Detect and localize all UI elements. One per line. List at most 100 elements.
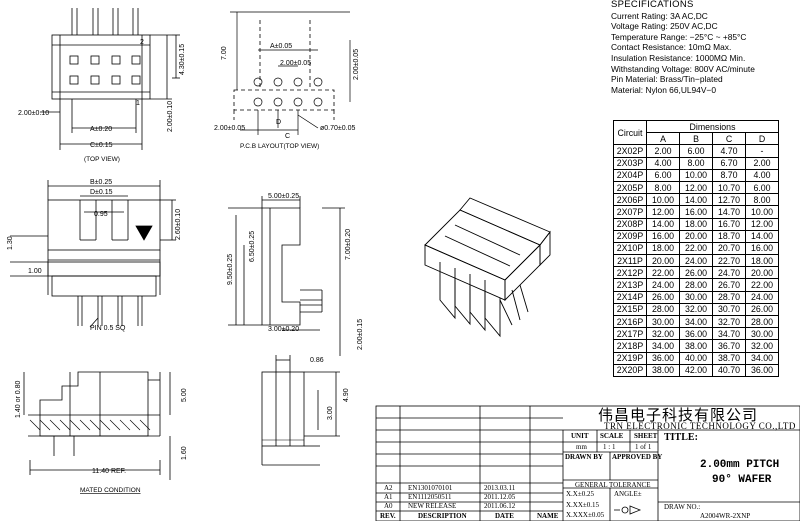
table-cell-dimension: 42.00: [679, 363, 713, 377]
tb-tol1: X.X±0.25: [566, 490, 594, 498]
table-cell-dimension: 40.70: [712, 363, 746, 377]
table-cell-circuit: 2X20P: [613, 363, 647, 377]
table-cell-dimension: 32.70: [712, 314, 746, 329]
table-cell-dimension: 18.70: [712, 229, 746, 243]
table-cell-circuit: 2X04P: [613, 168, 647, 182]
table-cell-dimension: 24.70: [712, 266, 746, 280]
table-cell-circuit: 2X10P: [613, 241, 647, 256]
table-cell-dimension: 12.70: [712, 193, 746, 207]
table-cell-circuit: 2X16P: [613, 314, 647, 329]
table-cell-dimension: 2.00: [745, 156, 779, 170]
table-cell-dimension: 2.00: [646, 144, 680, 158]
table-cell-circuit: 2X02P: [613, 144, 647, 158]
dim-pcb-200a: 2.00±0.05: [280, 60, 311, 67]
table-cell-dimension: 20.00: [745, 266, 779, 280]
table-header-a: A: [646, 132, 680, 146]
table-cell-dimension: 12.00: [679, 180, 713, 195]
dim-side-700: 7.00±0.20: [345, 229, 352, 260]
spec-line: Pin Material: Brass/Tin−plated: [611, 74, 723, 85]
table-cell-dimension: -: [745, 144, 779, 158]
table-cell-dimension: 28.70: [712, 290, 746, 304]
dim-pcb-c: C: [285, 133, 290, 140]
tb-rev: A1: [384, 493, 393, 501]
table-header-b: B: [679, 132, 713, 146]
table-cell-dimension: 36.00: [679, 327, 713, 341]
table-cell-dimension: 8.00: [679, 156, 713, 170]
table-cell-dimension: 20.70: [712, 241, 746, 256]
table-cell-dimension: 26.00: [679, 266, 713, 280]
tb-tol2: X.XX±0.15: [566, 501, 600, 509]
dim-mated-300: 3.00: [327, 406, 334, 420]
dim-side-300: 3.00±0.20: [268, 326, 299, 333]
table-cell-dimension: 40.00: [679, 351, 713, 365]
dim-front-260: 2.60±0.10: [175, 209, 182, 240]
mated-detail-drawing: [261, 355, 340, 466]
dim-top-200b: 2.00±0.10: [167, 101, 174, 132]
tb-hdr-name: NAME: [537, 512, 559, 520]
tb-rev: A2: [384, 484, 393, 492]
table-cell-dimension: 38.70: [712, 351, 746, 365]
table-cell-dimension: 8.70: [712, 168, 746, 182]
tb-drawn-by: DRAWN BY: [565, 453, 603, 461]
table-cell-dimension: 24.00: [679, 254, 713, 268]
table-cell-dimension: 36.00: [745, 363, 779, 377]
table-cell-dimension: 36.00: [646, 351, 680, 365]
table-cell-dimension: 26.70: [712, 278, 746, 292]
table-cell-dimension: 16.70: [712, 217, 746, 231]
table-header-d: D: [745, 132, 779, 146]
pcb-layout-drawing: [233, 20, 335, 120]
tb-desc: NEW RELEASE: [408, 502, 457, 510]
spec-line: Voltage Rating: 250V AC,DC: [611, 21, 718, 32]
table-cell-dimension: 30.00: [646, 314, 680, 329]
table-cell-circuit: 2X14P: [613, 290, 647, 304]
table-cell-circuit: 2X08P: [613, 217, 647, 231]
side-view-drawing: [228, 196, 345, 356]
dim-side-500: 5.00±0.25: [268, 193, 299, 200]
table-cell-dimension: 34.00: [646, 339, 680, 353]
front-view-drawing: [10, 180, 176, 328]
dim-top-a: A±0.20: [90, 126, 112, 133]
table-cell-dimension: 38.00: [679, 339, 713, 353]
dim-top-pin1: 1: [136, 100, 140, 107]
table-header-circuit: Circuit: [613, 119, 647, 146]
table-cell-dimension: 18.00: [646, 241, 680, 256]
table-cell-dimension: 4.00: [745, 168, 779, 182]
table-cell-dimension: 32.00: [646, 327, 680, 341]
table-cell-dimension: 10.70: [712, 180, 746, 195]
dim-top-200: 2.00±0.10: [18, 110, 49, 117]
title-block-frame: [375, 405, 800, 521]
table-cell-dimension: 24.00: [745, 290, 779, 304]
table-cell-dimension: 14.00: [745, 229, 779, 243]
tb-sheet-label: SHEET: [634, 432, 658, 440]
tb-title-label: TITLE:: [664, 432, 698, 443]
table-cell-circuit: 2X17P: [613, 327, 647, 341]
dim-front-d: D±0.15: [90, 189, 113, 196]
tb-unit-value: mm: [576, 443, 587, 451]
table-cell-dimension: 18.00: [679, 217, 713, 231]
tb-angle: ANGLE±: [614, 490, 642, 498]
spec-line: Temperature Range: −25°C ~ +85°C: [611, 31, 747, 42]
table-cell-circuit: 2X18P: [613, 339, 647, 353]
table-cell-dimension: 26.00: [745, 302, 779, 317]
dim-pcb-200b: 2.00±0.05: [353, 49, 360, 80]
tb-rev: A0: [384, 502, 393, 510]
table-cell-dimension: 6.00: [745, 180, 779, 195]
spec-line: Withstanding Voltage: 800V AC/minute: [611, 63, 755, 74]
tb-draw-no-label: DRAW NO.:: [664, 503, 701, 511]
spec-line: Material: Nylon 66,UL94V−0: [611, 84, 716, 95]
company-name-en: TRN ELECTRONIC TECHNOLOGY CO.,LTD: [604, 421, 796, 431]
dim-mc-500: 5.00: [181, 388, 188, 402]
table-cell-dimension: 10.00: [679, 168, 713, 182]
table-cell-dimension: 20.00: [646, 254, 680, 268]
table-cell-dimension: 4.70: [712, 144, 746, 158]
table-cell-dimension: 22.00: [646, 266, 680, 280]
